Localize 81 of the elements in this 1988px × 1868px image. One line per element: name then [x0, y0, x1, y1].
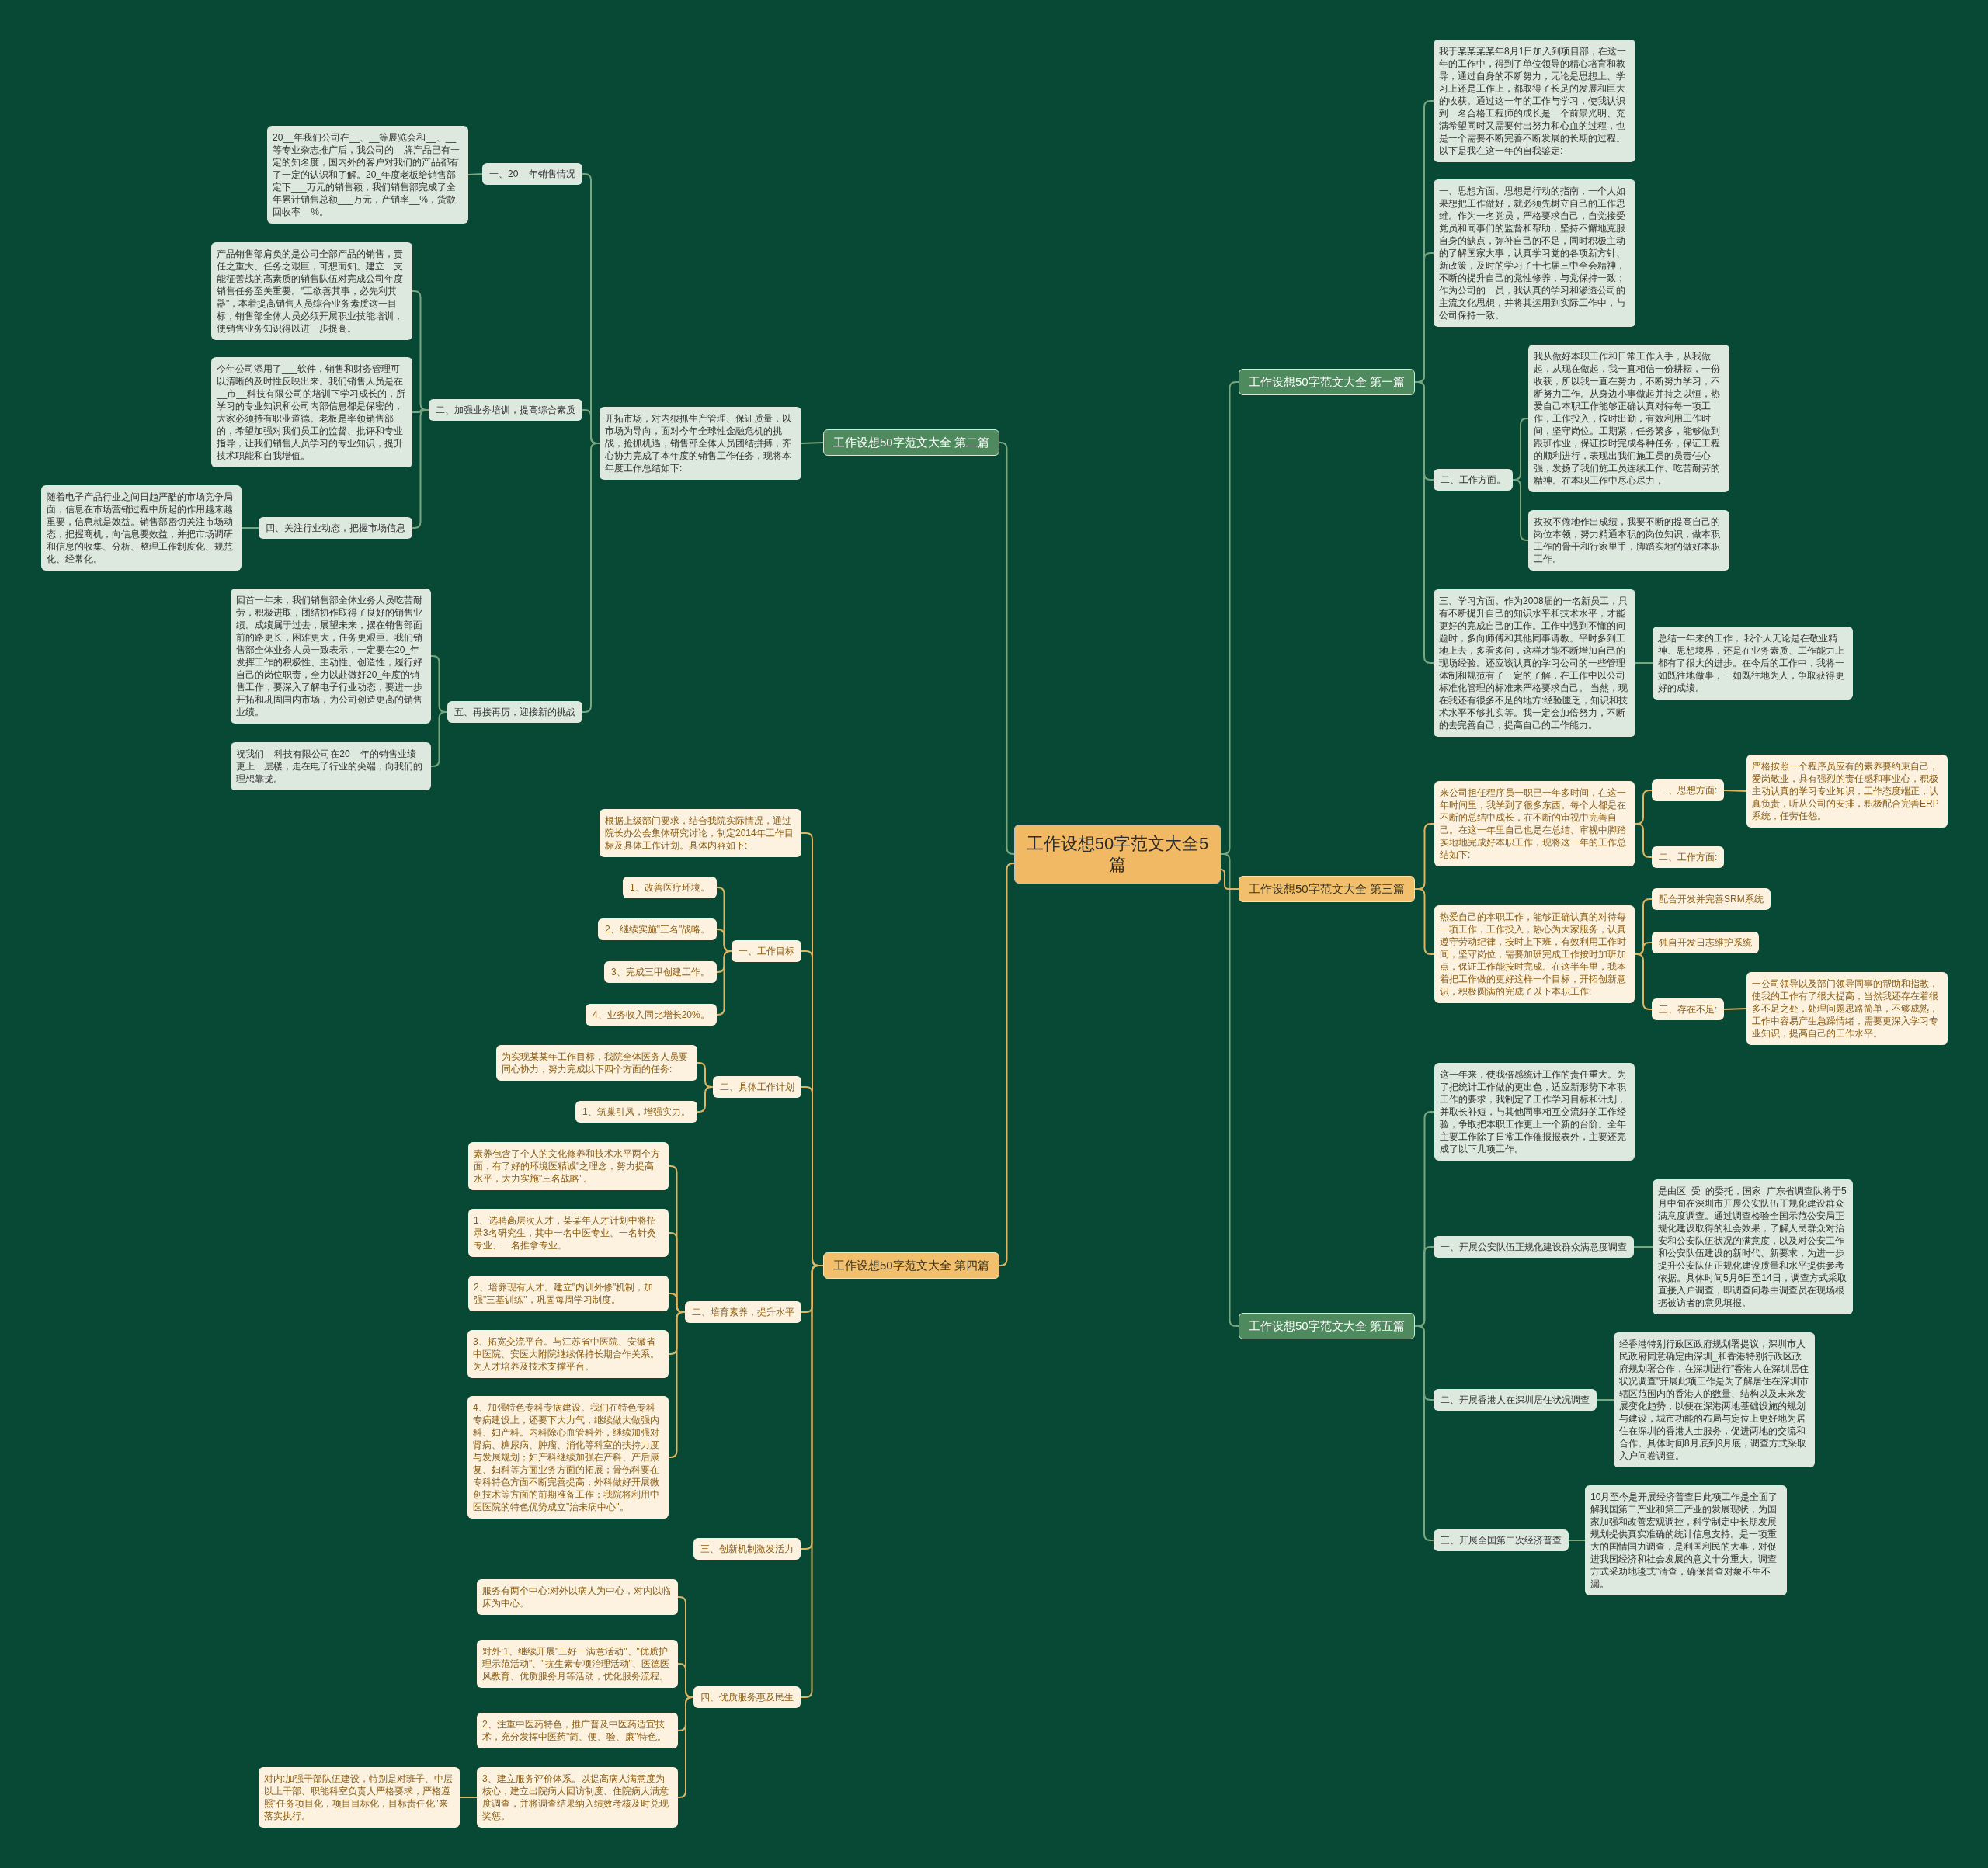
- subtopic-box: 一、开展公安队伍正规化建设群众满意度调查: [1434, 1236, 1634, 1258]
- note-box: 来公司担任程序员一职已一年多时间，在这一年时间里，我学到了很多东西。每个人都是在不断的总结中成长，在不断的审视中完善自己。在这一年里自己也是在总结、审视中脚踏实地地完成好本职工作，现将这一年的工作总结如下:: [1434, 781, 1635, 866]
- branch-topic: 工作设想50字范文大全 第二篇: [823, 429, 999, 456]
- subtopic-box: 二、培育素养，提升水平: [685, 1301, 801, 1323]
- note-box: 严格按照一个程序员应有的素养要约束自己，爱岗敬业，具有强烈的责任感和事业心，积极主动认真的学习专业知识，工作态度端正，认真负责，听从公司的安排，积极配合完善ERP系统，任劳任怨。: [1746, 755, 1948, 828]
- connector-line: [1723, 790, 1747, 792]
- connector-line: [459, 1797, 478, 1798]
- note-box: 根据上级部门要求，结合我院实际情况，通过院长办公会集体研究讨论，制定2014年工作目标及具体工作计划。具体内容如下:: [600, 809, 801, 857]
- note-box: 3、建立服务评价体系。以提高病人满意度为核心，建立出院病人回访制度、住院病人满意度调查，并将调查结果纳入绩效考核及时兑现奖惩。: [477, 1767, 678, 1828]
- note-box: 我从做好本职工作和日常工作入手，从我做起，从现在做起，我一直相信一份耕耘，一份收获，所以我一直在努力，不断努力学习，不断努力工作。从身边小事做起并持之以恒，热爱自己本职工作能够正确认真对待每一项工作，工作投入，按时出勤，有效利用工作时间，坚守岗位。工期紧，任务繁多，能够做到跟班作业，保证按时完成各种任务，保证工程的顺利进行，表现出我们施工员的员责任心强，发扬了我们施工员连续工作、吃苦耐劳的精神。在本职工作中尽心尽力，: [1528, 345, 1729, 492]
- note-box: 开拓市场，对内狠抓生产管理、保证质量，以市场为导向，面对今年全球性金融危机的挑战，抢抓机遇，销售部全体人员团结拼搏，齐心协力完成了本年度的销售工作任务，现将本年度工作总结如下:: [600, 407, 801, 480]
- subtopic-box: 三、创新机制激发活力: [693, 1538, 801, 1560]
- branch-topic: 工作设想50字范文大全 第一篇: [1239, 369, 1415, 395]
- connector-line: [412, 409, 429, 413]
- subtopic-box: 三、开展全国第二次经济普查: [1434, 1529, 1569, 1551]
- connector-line: [467, 173, 483, 175]
- subtopic-box: 3、完成三甲创建工作。: [604, 961, 717, 983]
- note-box: 回首一年来，我们销售部全体业务人员吃苦耐劳，积极进取，团结协作取得了良好的销售业绩。成绩属于过去，展望未来，摆在销售部面前的路更长，困难更大，任务更艰巨。我们销售部全体业务人员一致表示，一定要在20_年发挥工作的积极性、主动性、创造性，履行好自己的岗位职责，全力以赴做好20_年度的销售工作，要深入了解电子行业动态，要进一步开拓和巩固国内市场，为公司创造更高的销售业绩。: [231, 589, 431, 724]
- note-box: 这一年来，使我倍感统计工作的责任重大。为了把统计工作做的更出色，适应新形势下本职工作的要求，我制定了工作学习目标和计划，并取长补短，与其他同事相互交流好的工作经验，争取把本职工作更上一个新的台阶。全年主要工作除了日常工作催报报表外，主要还完成了以下几项工作。: [1434, 1063, 1635, 1161]
- subtopic-box: 4、业务收入同比增长20%。: [586, 1004, 717, 1026]
- note-box: 对外:1、继续开展"三好一满意活动"、"优质护理示范活动"、"抗生素专项治理活动"、医德医风教育、优质服务月等活动，优化服务流程。: [477, 1640, 678, 1688]
- branch-topic: 工作设想50字范文大全 第五篇: [1239, 1313, 1415, 1339]
- subtopic-box: 二、具体工作计划: [713, 1076, 801, 1098]
- subtopic-box: 2、继续实施"三名"战略。: [598, 918, 718, 940]
- note-box: 经香港特别行政区政府规划署提议，深圳市人民政府同意确定由深圳_和香港特别行政区政府规划署合作，在深圳进行"香港人在深圳居住状况调查"开展此项工作是为了解居住在深圳市辖区范围内的香港人的数量、结构以及未来发展变化趋势，以便在深港两地基础设施的规划与建设，城市功能的布局与定位上更好地为居住在深圳的香港人士服务，促进两地的交流和合作。具体时间8月底到9月底，调查方式采取入户问卷调查。: [1614, 1332, 1815, 1467]
- note-box: 为实现某某年工作目标，我院全体医务人员要同心协力，努力完成以下四个方面的任务:: [496, 1045, 697, 1081]
- note-box: 今年公司添用了___软件，销售和财务管理可以清晰的及时性反映出来。我们销售人员是在__市__科技有限公司的培训下学习成长的，所学习的专业知识和公司内部信息都是保密的，大家必须持有职业道德。老板是率领销售部的，希望加强对我们员工的监督、批评和专业指导，让我们销售人员学习的专业知识，提升技术职能和自我增值。: [211, 357, 412, 467]
- subtopic-box: 二、开展香港人在深圳居住状况调查: [1434, 1389, 1597, 1411]
- note-box: 素养包含了个人的文化修养和技术水平两个方面，有了好的环境医精诚"之理念，努力提高水平，大力实施"三名战略"。: [468, 1142, 669, 1190]
- subtopic-box: 一、20__年销售情况: [482, 163, 582, 185]
- branch-topic: 工作设想50字范文大全 第三篇: [1239, 876, 1415, 902]
- connector-line: [801, 442, 824, 444]
- central-topic: 工作设想50字范文大全5篇: [1014, 825, 1221, 884]
- note-box: 2、培养现有人才。建立"内训外修"机制，加强"三基训练"，巩固每周学习制度。: [468, 1276, 669, 1311]
- note-box: 是由区_受_的委托，国家_广东省调查队将于5月中旬在深圳市开展公安队伍正规化建设群众满意度调查。通过调查检验全国示范公安局正规化建设取得的社会效果，了解人民群众对治安和公安队伍状况的满意度，以及对公安工作和公安队伍建设的新时代、新要求，为进一步提升公安队伍正规化建设质量和水平提供参考依据。具体时间5月6日至14日，调查方式采取直接入户调查，即调查问卷由调查员在现场根据被访者的意见填报。: [1653, 1179, 1853, 1314]
- note-box: 孜孜不倦地作出成绩，我要不断的提高自己的岗位本领，努力精通本职的岗位知识，做本职工作的骨干和行家里手，脚踏实地的做好本职工作。: [1528, 510, 1729, 571]
- subtopic-box: 二、工作方面:: [1652, 846, 1725, 868]
- note-box: 对内:加强干部队伍建设，特别是对班子、中层以上干部、职能科室负责人严格要求，严格遵照"任务项目化，项目目标化，目标责任化"来落实执行。: [259, 1767, 460, 1828]
- connector-line: [677, 1696, 694, 1731]
- connector-line: [999, 442, 1015, 855]
- note-box: 我于某某某某年8月1日加入到项目部，在这一年的工作中，得到了单位领导的精心培育和教导，通过自身的不断努力，无论是思想上、学习上还是工作上，都取得了长足的发展和巨大的收获。通过这一年的工作与学习，使我认识到一名合格工程师的成长是一个前景光明、充满希望同时又需要付出努力和心血的过程，也是一个需要不断完善不断发展的长期的过程。以下是我在这一年的自我鉴定:: [1434, 40, 1635, 162]
- note-box: 1、选聘高层次人才，某某年人才计划中将招录3名研究生，其中一名中医专业、一名针灸专业、一名推拿专业。: [468, 1209, 669, 1257]
- subtopic-box: 二、工作方面。: [1434, 469, 1513, 491]
- note-box: 总结一年来的工作， 我个人无论是在敬业精神、思想境界，还是在业务素质、工作能力上都有了很大的进步。在今后的工作中，我将一如既往地做事，一如既往地为人，争取获得更好的成绩。: [1653, 627, 1853, 700]
- connector-line: [1635, 662, 1653, 664]
- note-box: 一公司领导以及部门领导同事的帮助和指教，使我的工作有了很大提高，当然我还存在着很多不足之处，处理问题思路简单，不够成熟，工作中容易产生急躁情绪，需要更深入学习专业知识，提高自己的工作水平。: [1746, 972, 1948, 1045]
- connector-line: [801, 1265, 824, 1313]
- note-box: 随着电子产品行业之间日趋严酷的市场竞争局面，信息在市场营销过程中所起的作用越来越重要，信息就是效益。销售部密切关注市场动态，把握商机，向信息要效益，并把市场调研和信息的收集、分析、整理工作制度化、规范化、经常化。: [41, 485, 242, 571]
- subtopic-box: 1、筑巢引凤，增强实力。: [575, 1101, 697, 1123]
- connector-line: [1596, 1399, 1614, 1401]
- branch-topic: 工作设想50字范文大全 第四篇: [823, 1252, 999, 1279]
- subtopic-box: 配合开发并完善SRM系统: [1652, 888, 1771, 910]
- note-box: 10月至今是开展经济普查日此项工作是全面了解我国第二产业和第三产业的发展现状，为国家加强和改善宏观调控，科学制定中长期发展规划提供真实准确的统计信息支持。是一项重大的国情国力调查，是利国利民的大事，对促进我国经济和社会发展的意义十分重大。调查方式采劝地毯式"清查，确保普查对象不生不漏。: [1585, 1485, 1787, 1595]
- connector-line: [697, 1062, 714, 1088]
- note-box: 产品销售部肩负的是公司全部产品的销售，责任之重大、任务之艰巨，可想而知。建立一支能征善战的高素质的销售队伍对完成公司年度销售任务至关重要。"工欲善其事，必先利其器"，本着提高销售人员综合业务素质这一目标，销售部全体人员必须开展职业技能培训，使销售业务知识得以进一步提高。: [211, 242, 412, 340]
- subtopic-box: 四、关注行业动态，把握市场信息: [259, 517, 412, 539]
- connector-line: [1512, 479, 1529, 541]
- subtopic-box: 四、优质服务惠及民生: [693, 1686, 801, 1708]
- connector-line: [999, 863, 1015, 1266]
- connector-line: [241, 527, 259, 529]
- note-box: 2、注重中医药特色，推广普及中医药适宜技术，充分发挥中医药"简、便、验、廉"特色。: [477, 1713, 678, 1748]
- subtopic-box: 二、加强业务培训，提高综合素质: [429, 399, 582, 421]
- note-box: 一、思想方面。思想是行动的指南，一个人如果想把工作做好，就必须先树立自己的工作思维。作为一名党员，严格要求自己，自觉接受党员和同事们的监督和帮助，坚持不懈地克服自身的缺点，弥补自己的不足，同时积极主动的了解国家大事，认真学习党的各项新方针、新政策，及时的学习了十七届三中全会精神，不断的提升自己的党性修养，与党保持一致；作为公司的一员，我认真的学习和渗透公司的主流文化思想，并将其运用到实际工作中，与公司保持一致。: [1434, 179, 1635, 327]
- note-box: 热爱自己的本职工作，能够正确认真的对待每一项工作，工作投入，热心为大家服务，认真遵守劳动纪律，按时上下班，有效利用工作时间，坚守岗位，需要加班完成工作按时加班加点，保证工作能按时完成。在这半年里，我本着把工作做的更好这样一个目标，开拓创新意识，积极圆满的完成了以下本职工作:: [1434, 905, 1635, 1003]
- connector-line: [1633, 1246, 1653, 1248]
- connector-line: [1723, 1008, 1747, 1010]
- subtopic-box: 一、工作目标: [732, 940, 801, 962]
- subtopic-box: 三、存在不足:: [1652, 998, 1725, 1020]
- subtopic-box: 1、改善医疗环境。: [623, 877, 717, 898]
- note-box: 服务有两个中心:对外以病人为中心，对内以临床为中心。: [477, 1579, 678, 1615]
- subtopic-box: 一、思想方面:: [1652, 779, 1725, 801]
- connector-line: [1220, 869, 1239, 890]
- connector-line: [716, 950, 732, 973]
- subtopic-box: 五、再接再厉，迎接新的挑战: [447, 701, 582, 723]
- note-box: 20__年我们公司在__、__等展览会和__、__等专业杂志推广后，我公司的__牌产品已有一定的知名度，国内外的客户对我们的产品都有了一定的认识和了解。20_年度老板给销售部定下___万元的销售额，我们销售部完成了全年累计销售总额___万元，产销率__%，货款回收率__%。: [267, 126, 468, 224]
- note-box: 3、拓宽交流平台。与江苏省中医院、安徽省中医院、安医大附院继续保持长期合作关系。为人才培养及技术支撑平台。: [467, 1330, 669, 1378]
- connector-line: [1568, 1540, 1586, 1541]
- subtopic-box: 独自开发日志维护系统: [1652, 932, 1759, 953]
- note-box: 祝我们__科技有限公司在20__年的销售业绩更上一层楼，走在电子行业的尖端，向我们的理想靠拢。: [231, 742, 431, 790]
- note-box: 三、学习方面。作为2008届的一名新员工，只有不断提升自己的知识水平和技术水平，才能更好的完成自己的工作。工作中遇到不懂的问题时，多向师傅和其他同事请教。平时多到工地上去，多看多问，这样才能不断增加自己的现场经验。还应该认真的学习公司的一些管理体制和规范有了一定的了解，在工作中以公司标准化管理的标准来严格要求自己。 当然，现在我还有很多不足的地方:经验匮乏，知识和技术水平不够扎实等。我一定会加倍努力，不断的去完善自己，提高自己的工作能力。: [1434, 589, 1635, 737]
- note-box: 4、加强特色专科专病建设。我们在特色专科专病建设上，还要下大力气，继续做大做强内科、妇产科。内科除心血管科外，继续加强对肾病、糖尿病、肿瘤、消化等科室的扶持力度与发展规划；妇产科继续加强在产科、产后康复、妇科等方面业务方面的拓展；骨伤科要在专科特色方面不断完善提高；外科做好开展微创技术等方面的前期准备工作；我院将利用中医医院的特色优势成立"治未病中心"。: [467, 1396, 669, 1519]
